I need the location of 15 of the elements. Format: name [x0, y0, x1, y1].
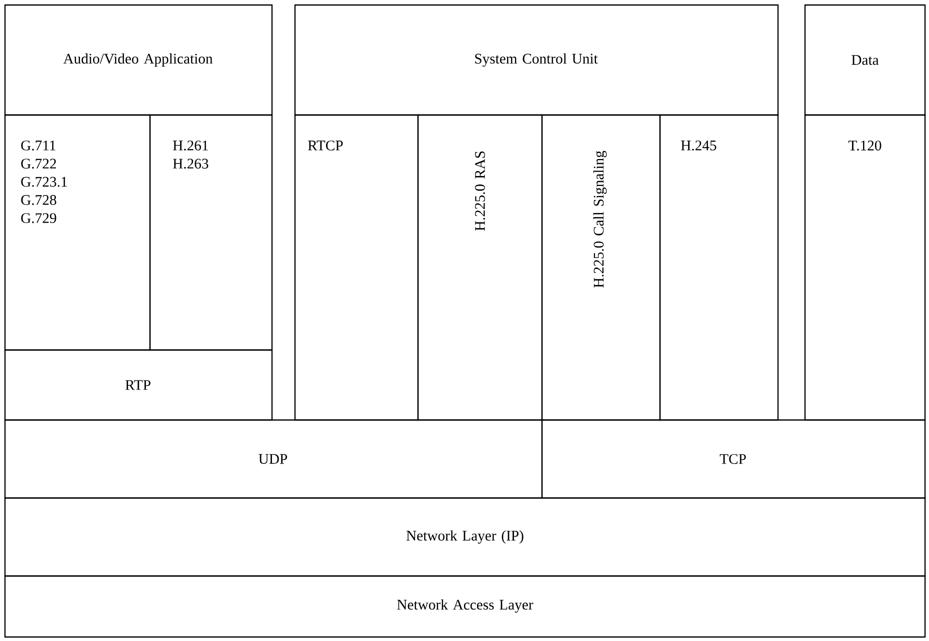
protocol-box: UDP	[4, 419, 543, 499]
protocol-box: Network Layer (IP)	[4, 497, 926, 577]
protocol-box: T.120	[804, 114, 926, 421]
protocol-box: System Control Unit	[294, 4, 779, 116]
rotated-label-box: H.225.0 RAS	[417, 114, 543, 421]
protocol-box: TCP	[541, 419, 926, 499]
protocol-box: Network Access Layer	[4, 575, 926, 638]
protocol-box: RTCP	[294, 114, 419, 421]
protocol-box: H.261 H.263	[149, 114, 273, 351]
rotated-label-box: H.225.0 Call Signaling	[541, 114, 661, 421]
protocol-box: RTP	[4, 349, 273, 421]
protocol-box: G.711 G.722 G.723.1 G.728 G.729	[4, 114, 151, 351]
protocol-box: Data	[804, 4, 926, 116]
protocol-box: Audio/Video Application	[4, 4, 273, 116]
protocol-box: H.245	[659, 114, 779, 421]
